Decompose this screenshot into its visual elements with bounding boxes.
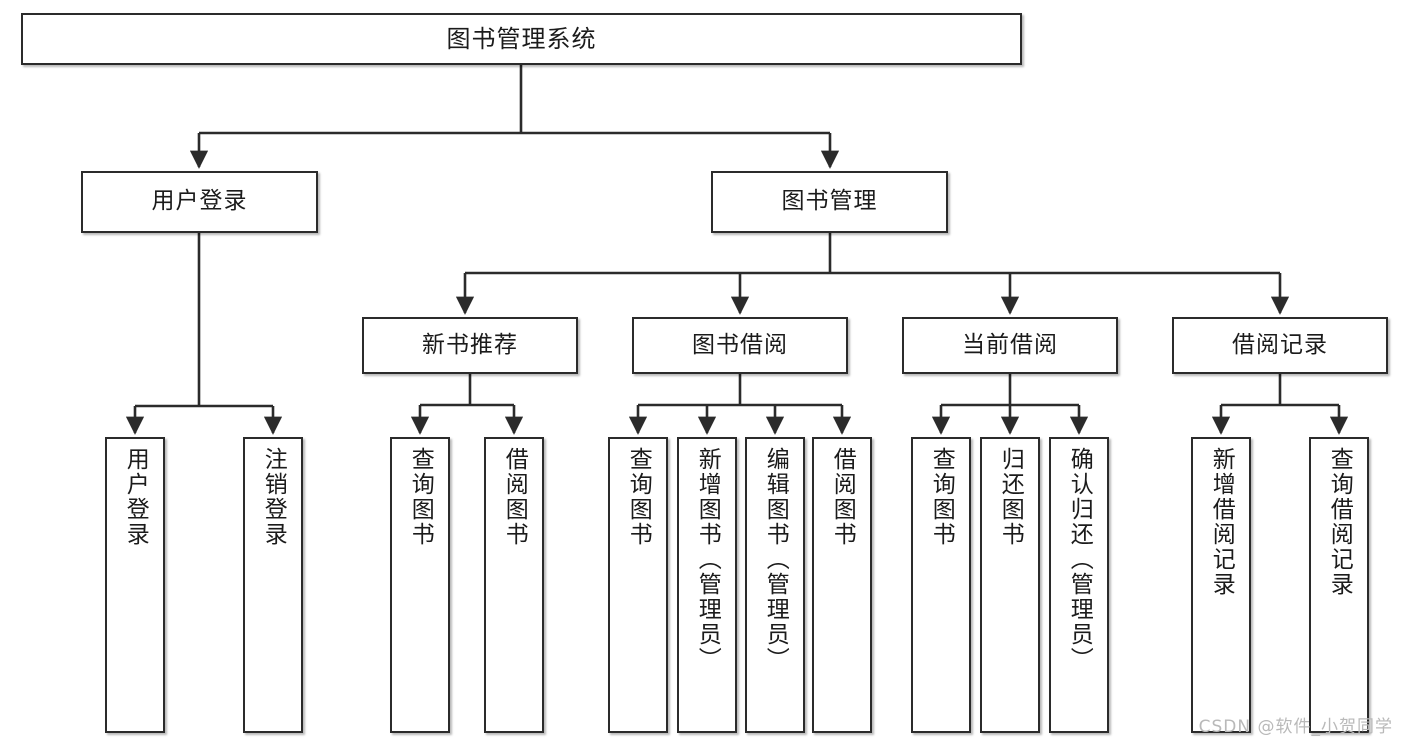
leaf-new-book-borrow-book[interactable]: 借阅图书 — [484, 437, 544, 733]
node-label: 借阅记录 — [1232, 331, 1328, 358]
node-book-borrow[interactable]: 图书借阅 — [632, 317, 848, 374]
node-root-book-management-system[interactable]: 图书管理系统 — [21, 13, 1022, 65]
node-label: 用户登录 — [122, 447, 149, 547]
leaf-current-borrow-query-book[interactable]: 查询图书 — [911, 437, 971, 733]
node-book-management[interactable]: 图书管理 — [711, 171, 948, 233]
node-label: 用户登录 — [151, 188, 248, 215]
node-label: 编辑图书（管理员） — [762, 447, 789, 672]
node-label: 图书管理系统 — [446, 24, 597, 53]
node-user-login[interactable]: 用户登录 — [81, 171, 318, 233]
leaf-user-login-login[interactable]: 用户登录 — [105, 437, 165, 733]
node-label: 图书借阅 — [692, 331, 788, 358]
leaf-book-borrow-add-book-admin[interactable]: 新增图书（管理员） — [677, 437, 737, 733]
leaf-book-borrow-borrow-book[interactable]: 借阅图书 — [812, 437, 872, 733]
leaf-borrow-record-query-record[interactable]: 查询借阅记录 — [1309, 437, 1369, 733]
leaf-book-borrow-edit-book-admin[interactable]: 编辑图书（管理员） — [745, 437, 805, 733]
node-new-book-recommend[interactable]: 新书推荐 — [362, 317, 578, 374]
node-label: 借阅图书 — [501, 447, 528, 547]
leaf-new-book-query-book[interactable]: 查询图书 — [390, 437, 450, 733]
node-borrow-record[interactable]: 借阅记录 — [1172, 317, 1388, 374]
leaf-borrow-record-add-record[interactable]: 新增借阅记录 — [1191, 437, 1251, 733]
node-label: 新增图书（管理员） — [694, 447, 721, 672]
node-label: 查询图书 — [625, 447, 652, 547]
node-label: 查询借阅记录 — [1326, 447, 1353, 597]
node-label: 确认归还（管理员） — [1066, 447, 1093, 672]
node-label: 归还图书 — [997, 447, 1024, 547]
node-current-borrow[interactable]: 当前借阅 — [902, 317, 1118, 374]
node-label: 当前借阅 — [962, 331, 1058, 358]
node-label: 图书管理 — [781, 188, 878, 215]
leaf-current-borrow-confirm-return-admin[interactable]: 确认归还（管理员） — [1049, 437, 1109, 733]
node-label: 注销登录 — [260, 447, 287, 547]
leaf-book-borrow-query-book[interactable]: 查询图书 — [608, 437, 668, 733]
node-label: 借阅图书 — [829, 447, 856, 547]
node-label: 查询图书 — [928, 447, 955, 547]
node-label: 查询图书 — [407, 447, 434, 547]
node-label: 新增借阅记录 — [1208, 447, 1235, 597]
node-label: 新书推荐 — [422, 331, 518, 358]
leaf-user-login-logout[interactable]: 注销登录 — [243, 437, 303, 733]
csdn-watermark: CSDN @软件_小贺同学 — [1198, 717, 1393, 737]
leaf-current-borrow-return-book[interactable]: 归还图书 — [980, 437, 1040, 733]
